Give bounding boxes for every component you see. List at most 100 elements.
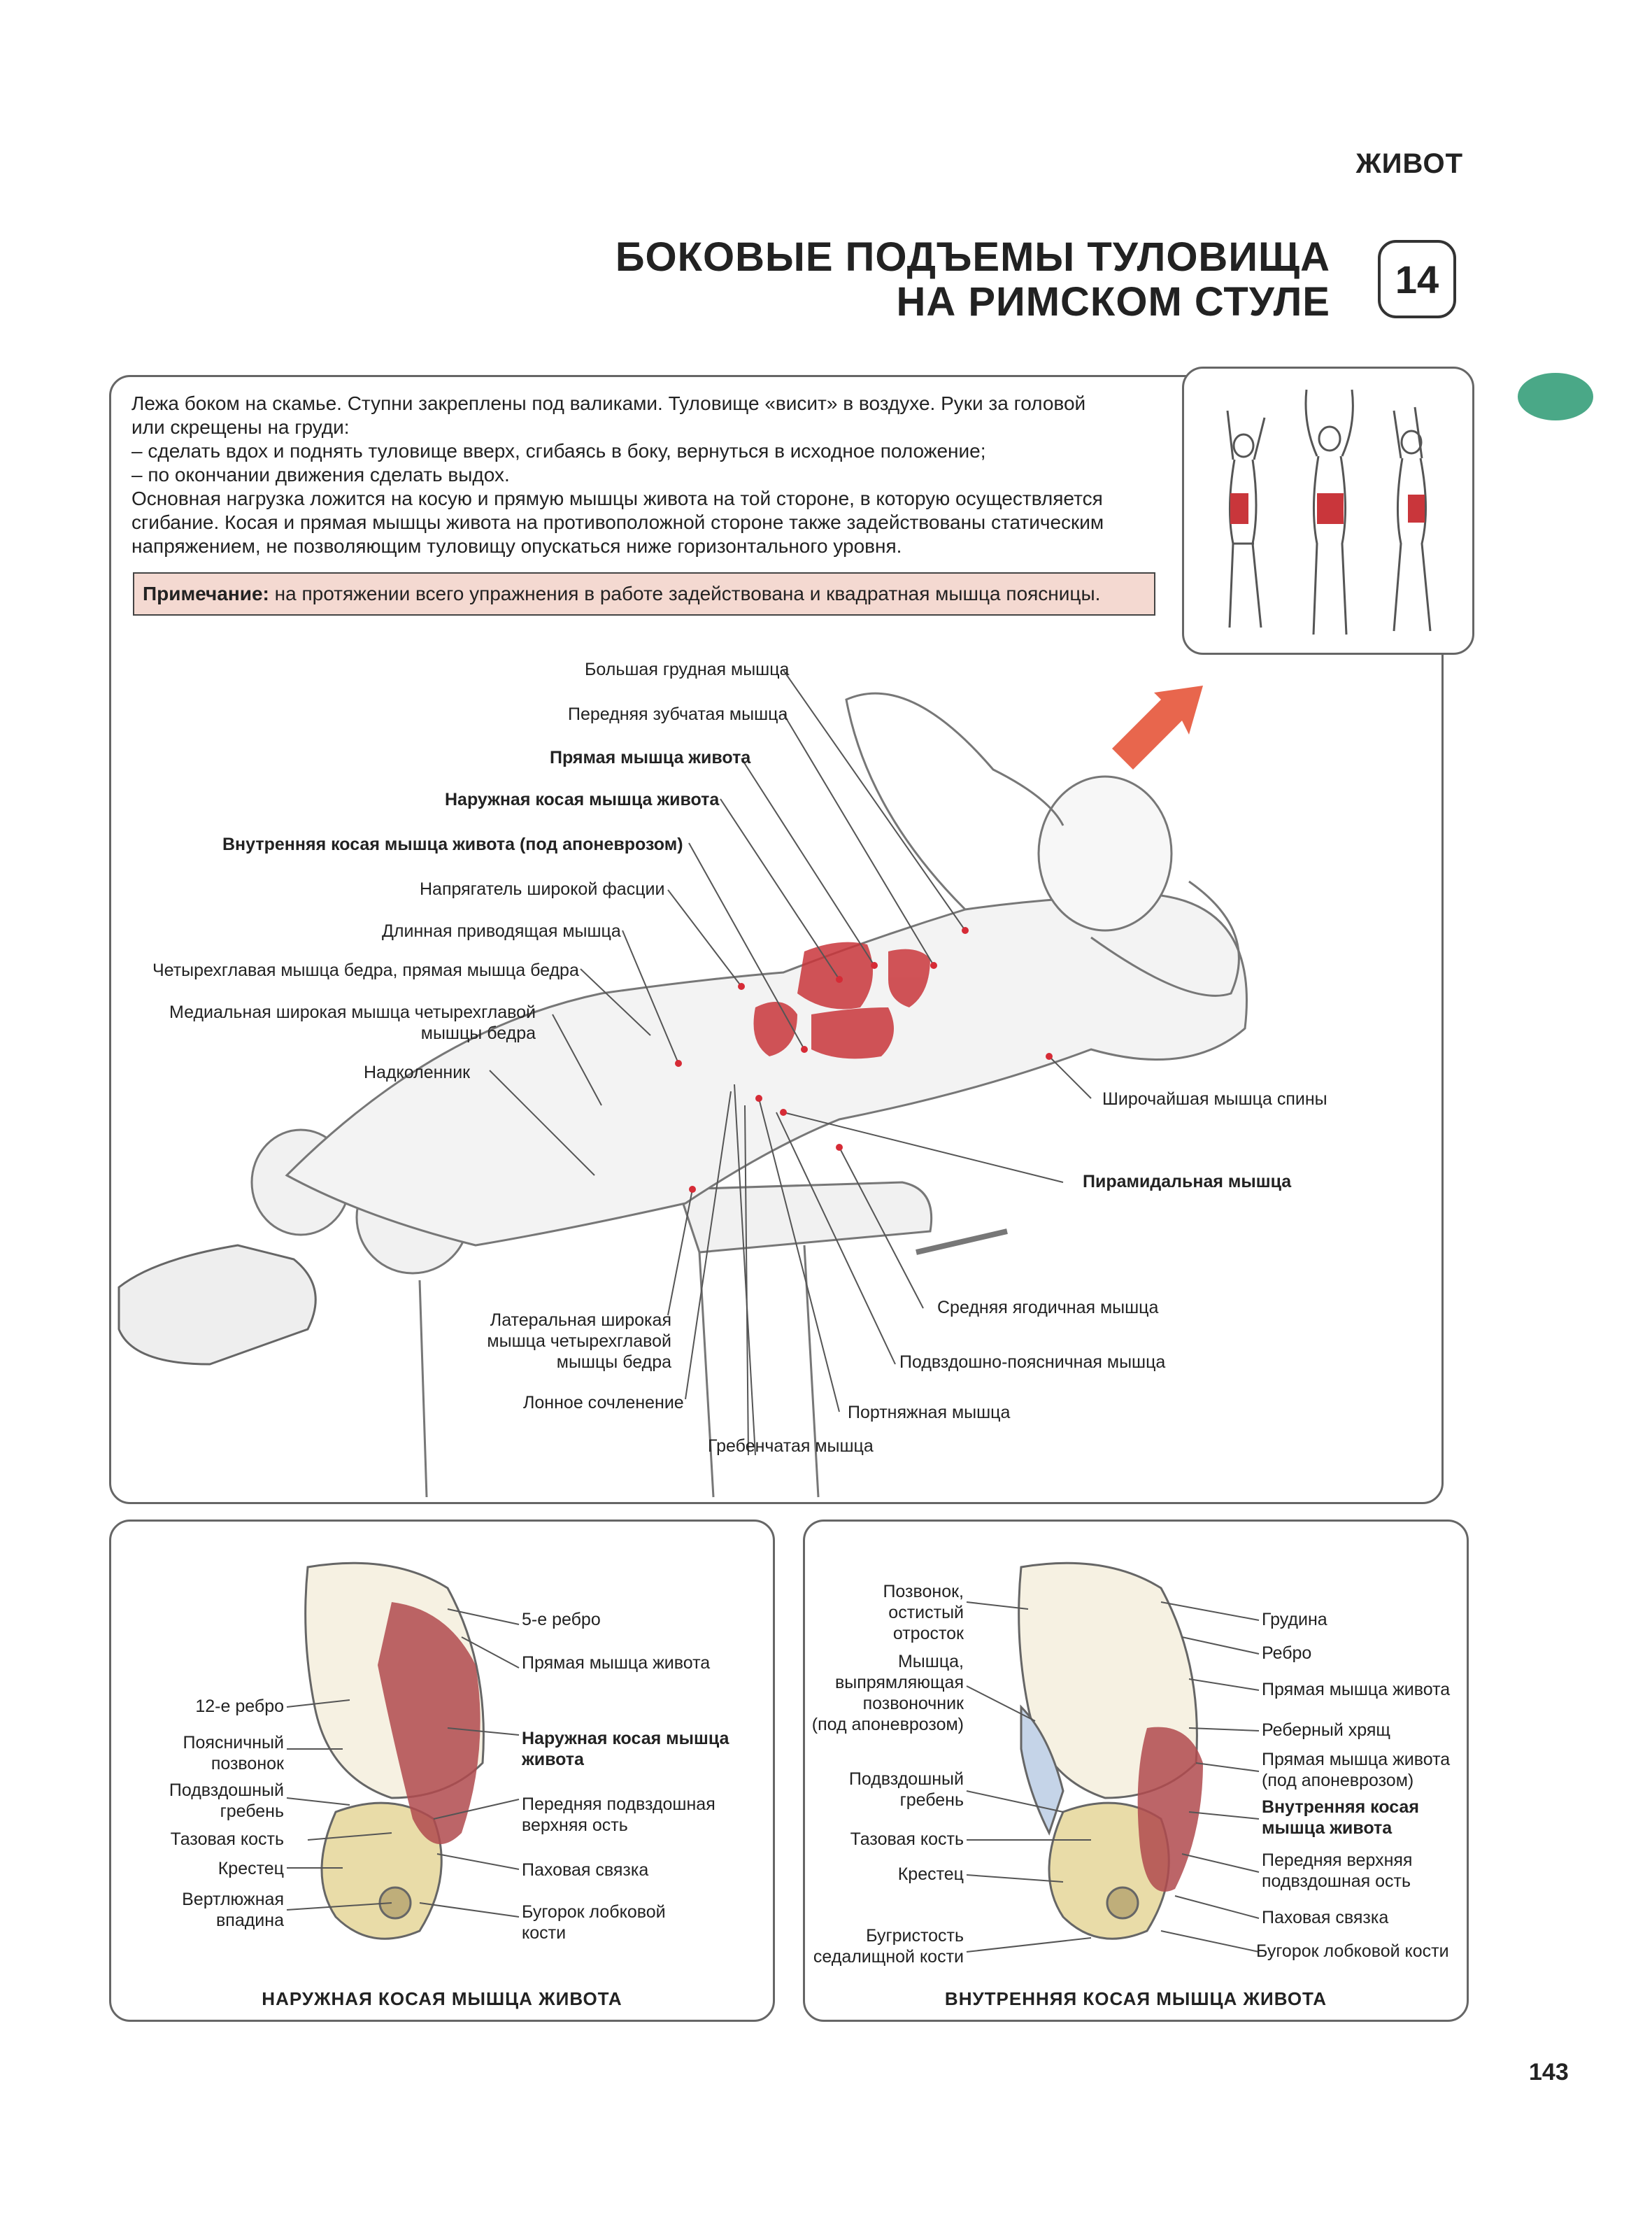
- label-line: (под апоневрозом): [1262, 1771, 1414, 1790]
- desc-line: Основная нагрузка ложится на косую и пря…: [131, 488, 1103, 509]
- acetabulum: [378, 1886, 412, 1920]
- label-rib: Ребро: [1262, 1643, 1312, 1663]
- external-oblique-muscle: [378, 1602, 480, 1844]
- highlight-abs: [1317, 493, 1344, 524]
- label-pyramidalis: Пирамидальная мышца: [1083, 1172, 1292, 1191]
- bench-handle: [916, 1228, 1008, 1255]
- label-pelvic-bone-right: Тазовая кость: [850, 1829, 964, 1849]
- label-vastus-medialis: Медиальная широкая мышца четырехглавой м…: [165, 1002, 536, 1044]
- note-box: Примечание: на протяжении всего упражнен…: [133, 572, 1155, 616]
- body-outline: [285, 894, 1248, 1247]
- label-vastus-lateralis: Латеральная широкая мышца четырехглавой …: [448, 1310, 671, 1373]
- label-pelvic-bone-left: Тазовая кость: [170, 1829, 284, 1849]
- direction-arrow: [1112, 686, 1203, 770]
- abdominal-muscles: [753, 942, 930, 1059]
- label-latissimus-dorsi: Широчайшая мышца спины: [1102, 1089, 1327, 1109]
- label-pectineus: Гребенчатая мышца: [708, 1436, 874, 1456]
- label-asis-left: Передняя подвздошная верхняя ость: [522, 1794, 715, 1836]
- label-inguinal-left: Паховая связка: [522, 1860, 649, 1880]
- label-line: остистый: [888, 1603, 964, 1622]
- caption-external-oblique: НАРУЖНАЯ КОСАЯ МЫШЦА ЖИВОТА: [262, 1988, 622, 2009]
- label-vertebra-spinous: Позвонок, остистый отросток: [811, 1581, 964, 1644]
- label-line: Латеральная широкая: [490, 1310, 671, 1330]
- label-iliac-crest-left: Подвздошный гребень: [140, 1780, 284, 1822]
- desc-line: – сделать вдох и поднять туловище вверх,…: [131, 440, 986, 462]
- label-erector-spinae: Мышца, выпрямляющая позвоночник (под апо…: [783, 1651, 964, 1735]
- label-line: Вертлюжная: [182, 1890, 284, 1909]
- label-line: гребень: [220, 1801, 284, 1821]
- label-line: верхняя ость: [522, 1815, 628, 1835]
- highlight-obliques-2: [1408, 495, 1425, 523]
- erector-spinae: [1020, 1704, 1064, 1836]
- label-external-oblique-left: Наружная косая мышца живота: [522, 1728, 729, 1770]
- label-rectus-abdominis-left: Прямая мышца живота: [522, 1653, 711, 1673]
- desc-line: сгибание. Косая и прямая мышцы живота на…: [131, 511, 1104, 533]
- label-line: Подвздошный: [169, 1780, 284, 1800]
- desc-line: – по окончании движения сделать выдох.: [131, 464, 510, 486]
- head: [1037, 775, 1173, 932]
- label-pubic-tubercle-right: Бугорок лобковой кости: [1256, 1941, 1449, 1961]
- label-rectus-abdominis: Прямая мышца живота: [550, 748, 751, 767]
- bench-pad: [676, 1181, 933, 1254]
- label-line: гребень: [899, 1790, 964, 1810]
- label-quadriceps: Четырехглавая мышца бедра, прямая мышца …: [152, 961, 579, 980]
- label-patella: Надколенник: [364, 1063, 471, 1082]
- exercise-number-badge: 14: [1378, 240, 1456, 318]
- label-line: подвздошная ость: [1262, 1871, 1411, 1891]
- desc-line: Лежа боком на скамье. Ступни закреплены …: [131, 392, 1086, 414]
- label-line: седалищной кости: [813, 1947, 964, 1967]
- label-internal-oblique-right: Внутренняя косая мышца живота: [1262, 1797, 1419, 1839]
- label-external-oblique: Наружная косая мышца живота: [445, 790, 720, 809]
- page-number: 143: [1529, 2059, 1569, 2085]
- label-line: Мышца,: [897, 1652, 964, 1671]
- label-line: мышцы бедра: [556, 1352, 671, 1372]
- label-line: Наружная косая мышца: [522, 1729, 729, 1748]
- label-line: мышцы бедра: [420, 1024, 536, 1043]
- label-line: Бугорок лобковой: [522, 1902, 666, 1922]
- pelvis-bone: [1048, 1801, 1170, 1940]
- label-serratus-anterior: Передняя зубчатая мышца: [568, 704, 788, 724]
- label-line: мышца четырехглавой: [487, 1331, 671, 1351]
- arm: [1090, 880, 1240, 997]
- title-line-2: НА РИМСКОМ СТУЛЕ: [896, 279, 1330, 325]
- acetabulum: [1106, 1886, 1139, 1920]
- label-sacrum-left: Крестец: [218, 1859, 284, 1878]
- label-rib-12: 12-е ребро: [195, 1697, 284, 1716]
- label-line: выпрямляющая: [834, 1673, 964, 1692]
- caption-internal-oblique: ВНУТРЕННЯЯ КОСАЯ МЫШЦА ЖИВОТА: [944, 1988, 1327, 2009]
- label-adductor-longus: Длинная приводящая мышца: [382, 921, 621, 941]
- thumbnail-panel: [1182, 367, 1474, 655]
- label-line: впадина: [216, 1911, 284, 1930]
- label-iliopsoas: Подвздошно-поясничная мышца: [899, 1352, 1166, 1372]
- label-gluteus-medius: Средняя ягодичная мышца: [937, 1298, 1159, 1317]
- label-line: позвоночник: [862, 1694, 964, 1713]
- label-line: Передняя верхняя: [1262, 1850, 1413, 1870]
- section-tab-marker: [1518, 373, 1593, 420]
- label-line: кости: [522, 1923, 567, 1943]
- label-iliac-crest-right: Подвздошный гребень: [811, 1769, 964, 1811]
- label-internal-oblique: Внутренняя косая мышца живота (под апоне…: [222, 835, 683, 854]
- label-lumbar-vertebra: Поясничный позвонок: [140, 1732, 284, 1774]
- label-line: Подвздошный: [848, 1769, 964, 1789]
- label-rib-5: 5-е ребро: [522, 1610, 601, 1629]
- label-pubic-symphysis: Лонное сочленение: [523, 1393, 684, 1412]
- label-rectus-abdominis-right: Прямая мышца живота: [1262, 1680, 1451, 1699]
- label-ischial-tuberosity: Бугристость седалищной кости: [797, 1925, 964, 1967]
- title-line-1: БОКОВЫЕ ПОДЪЕМЫ ТУЛОВИЩА: [615, 234, 1330, 280]
- exercise-description: Лежа боком на скамье. Ступни закреплены …: [131, 392, 1167, 558]
- desc-line: или скрещены на груди:: [131, 416, 350, 438]
- muscle-map-figures: [1226, 389, 1432, 635]
- label-inguinal-right: Паховая связка: [1262, 1908, 1389, 1927]
- label-line: живота: [522, 1750, 584, 1769]
- label-tensor-fasciae: Напрягатель широкой фасции: [420, 879, 665, 899]
- highlight-obliques-1: [1230, 493, 1248, 524]
- label-line: мышца живота: [1262, 1818, 1393, 1838]
- shoe: [118, 1244, 317, 1366]
- label-line: Бугристость: [866, 1926, 964, 1946]
- section-title: ЖИВОТ: [1355, 148, 1463, 179]
- label-costal-cartilage: Реберный хрящ: [1262, 1720, 1390, 1740]
- internal-oblique-muscle: [1137, 1727, 1203, 1892]
- label-line: отросток: [892, 1624, 964, 1643]
